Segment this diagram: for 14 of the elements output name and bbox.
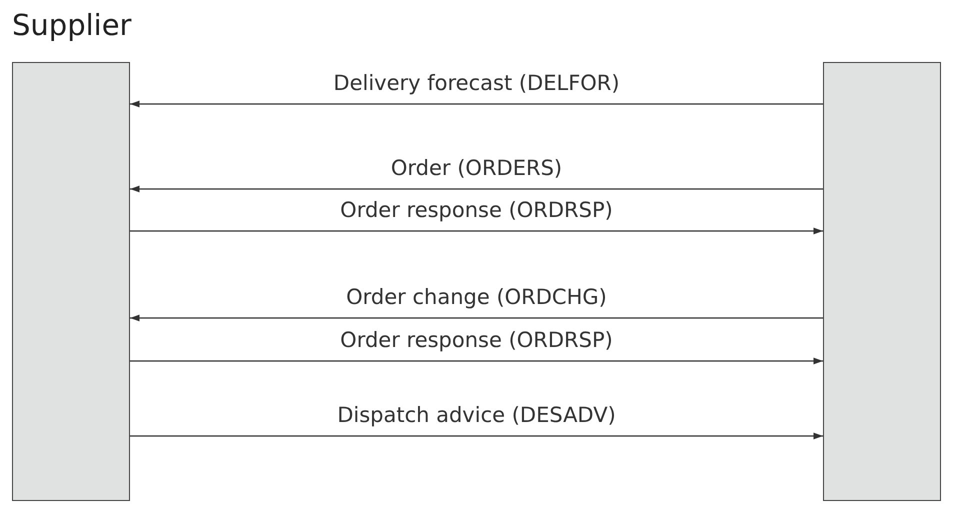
message-label: Order change (ORDCHG) (346, 285, 607, 309)
message-label: Delivery forecast (DELFOR) (333, 71, 620, 95)
message-arrow (130, 358, 823, 364)
message-label: Order response (ORDRSP) (340, 198, 613, 222)
message-arrow (130, 314, 823, 322)
message-label: Order (ORDERS) (390, 156, 562, 180)
message-arrow (130, 432, 823, 440)
message-label: Dispatch advice (DESADV) (337, 403, 616, 427)
message-label: Order response (ORDRSP) (340, 328, 613, 352)
lifeline-heading: Supplier (12, 8, 132, 42)
lifeline-bar (823, 62, 941, 501)
message-arrow (130, 228, 823, 234)
message-arrow (130, 186, 823, 192)
message-arrow (130, 100, 823, 108)
